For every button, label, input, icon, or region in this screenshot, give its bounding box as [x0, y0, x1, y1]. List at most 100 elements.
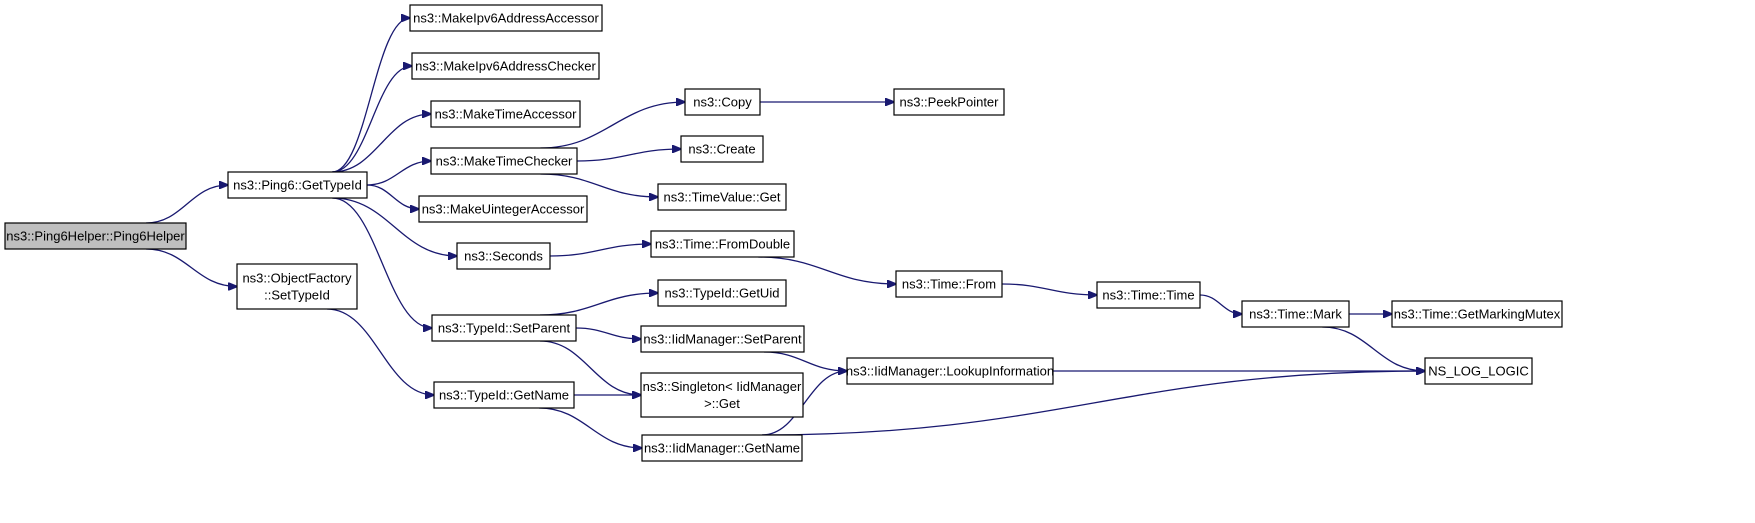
call-edge-typeid_setparent-to-typeid_getuid: [539, 293, 658, 316]
node-ping6helper[interactable]: ns3::Ping6Helper::Ping6Helper: [4, 222, 187, 250]
node-box[interactable]: [456, 242, 551, 270]
call-edge-ping6_gettypeid-to-makeipv6addresschecker: [332, 66, 412, 173]
node-box[interactable]: [411, 52, 600, 80]
call-edge-maketimechecker-to-copy: [540, 102, 686, 149]
call-edge-time_fromdouble-to-time_from: [758, 256, 896, 284]
node-box[interactable]: [227, 171, 368, 199]
node-box[interactable]: [657, 279, 787, 307]
node-box[interactable]: [418, 195, 588, 223]
call-edge-ping6_gettypeid-to-makeuintegeraccessor: [366, 184, 419, 209]
node-typeid-getuid[interactable]: ns3::TypeId::GetUid: [657, 279, 787, 307]
node-typeid-getname[interactable]: ns3::TypeId::GetName: [433, 381, 575, 409]
node-box[interactable]: [1391, 300, 1563, 328]
node-create[interactable]: ns3::Create: [680, 135, 764, 163]
call-edge-maketimechecker-to-create: [576, 149, 681, 162]
node-copy[interactable]: ns3::Copy: [684, 88, 761, 116]
node-label: ns3::MakeTimeChecker: [436, 154, 573, 169]
node-label: ns3::IidManager::SetParent: [643, 332, 802, 347]
call-edge-ping6helper-to-ping6_gettypeid: [145, 185, 228, 224]
node-iidmanager-lookupinformation[interactable]: ns3::IidManager::LookupInformation: [846, 357, 1054, 385]
node-makeipv6addresschecker[interactable]: ns3::MakeIpv6AddressChecker: [411, 52, 600, 80]
node-box[interactable]: [431, 314, 577, 342]
node-typeid-setparent[interactable]: ns3::TypeId::SetParent: [431, 314, 577, 342]
call-edge-ping6_gettypeid-to-maketimechecker: [366, 161, 431, 186]
node-label: ns3::MakeUintegerAccessor: [422, 202, 585, 217]
node-label: ns3::Singleton< IidManager: [643, 379, 802, 394]
node-label: >::Get: [704, 396, 740, 411]
node-ns-log-logic[interactable]: NS_LOG_LOGIC: [1424, 357, 1533, 385]
node-box[interactable]: [430, 147, 578, 175]
node-iidmanager-getname[interactable]: ns3::IidManager::GetName: [641, 434, 803, 462]
node-label: ns3::TypeId::SetParent: [438, 321, 571, 336]
node-box[interactable]: [641, 434, 803, 462]
node-label: ::SetTypeId: [264, 288, 330, 303]
node-label: ns3::Time::GetMarkingMutex: [1394, 307, 1561, 322]
call-edge-iidmanager_getname-to-ns_log_logic: [761, 371, 1425, 436]
node-label: ns3::Ping6::GetTypeId: [233, 178, 362, 193]
node-label: ns3::TypeId::GetUid: [665, 286, 780, 301]
node-label: ns3::Copy: [693, 95, 752, 110]
call-edge-ping6_gettypeid-to-seconds: [332, 197, 457, 256]
call-edge-time_time-to-time_mark: [1199, 294, 1242, 314]
call-edge-ping6_gettypeid-to-typeid_setparent: [332, 197, 432, 328]
node-box[interactable]: [430, 100, 581, 128]
node-box[interactable]: [893, 88, 1005, 116]
node-label: ns3::Time::From: [902, 277, 996, 292]
node-ping6-gettypeid[interactable]: ns3::Ping6::GetTypeId: [227, 171, 368, 199]
node-box[interactable]: [895, 270, 1003, 298]
node-label: ns3::MakeIpv6AddressAccessor: [413, 11, 599, 26]
node-box[interactable]: [4, 222, 187, 250]
node-label: ns3::Time::FromDouble: [655, 237, 790, 252]
node-label: ns3::IidManager::GetName: [644, 441, 800, 456]
node-box[interactable]: [680, 135, 764, 163]
node-iidmanager-setparent[interactable]: ns3::IidManager::SetParent: [640, 325, 805, 353]
node-box[interactable]: [1241, 300, 1350, 328]
node-label: ns3::Seconds: [464, 249, 543, 264]
node-label: ns3::Create: [688, 142, 755, 157]
node-label: ns3::PeekPointer: [899, 95, 999, 110]
node-label: ns3::TypeId::GetName: [439, 388, 569, 403]
node-box[interactable]: [433, 381, 575, 409]
call-edge-iidmanager_getname-to-iidmanager_lookupinformation: [761, 371, 847, 436]
node-label: ns3::MakeTimeAccessor: [435, 107, 578, 122]
node-timevalue-get[interactable]: ns3::TimeValue::Get: [657, 183, 787, 211]
node-time-mark[interactable]: ns3::Time::Mark: [1241, 300, 1350, 328]
node-seconds[interactable]: ns3::Seconds: [456, 242, 551, 270]
node-maketimechecker[interactable]: ns3::MakeTimeChecker: [430, 147, 578, 175]
node-box[interactable]: [640, 325, 805, 353]
call-edge-typeid_setparent-to-iidmanager_setparent: [575, 327, 641, 339]
node-label: ns3::Time::Time: [1102, 288, 1194, 303]
node-box[interactable]: [650, 230, 795, 258]
node-time-fromdouble[interactable]: ns3::Time::FromDouble: [650, 230, 795, 258]
node-box[interactable]: [640, 372, 804, 418]
node-time-getmarkingmutex[interactable]: ns3::Time::GetMarkingMutex: [1391, 300, 1563, 328]
call-edge-time_mark-to-ns_log_logic: [1322, 326, 1425, 371]
node-layer: ns3::Ping6Helper::Ping6Helper ns3::Ping6:…: [4, 4, 1563, 462]
node-box[interactable]: [657, 183, 787, 211]
node-singleton-get[interactable]: ns3::Singleton< IidManager>::Get: [640, 372, 804, 418]
node-box[interactable]: [846, 357, 1054, 385]
node-box[interactable]: [1424, 357, 1533, 385]
node-label: ns3::Time::Mark: [1249, 307, 1342, 322]
node-label: ns3::IidManager::LookupInformation: [846, 364, 1054, 379]
node-label: NS_LOG_LOGIC: [1428, 364, 1528, 379]
node-makeuintegeraccessor[interactable]: ns3::MakeUintegerAccessor: [418, 195, 588, 223]
node-box[interactable]: [409, 4, 603, 32]
node-makeipv6addressaccessor[interactable]: ns3::MakeIpv6AddressAccessor: [409, 4, 603, 32]
node-peekpointer[interactable]: ns3::PeekPointer: [893, 88, 1005, 116]
node-objectfactory-settypeid[interactable]: ns3::ObjectFactory::SetTypeId: [236, 263, 358, 310]
node-time-from[interactable]: ns3::Time::From: [895, 270, 1003, 298]
call-edge-time_from-to-time_time: [1001, 283, 1097, 295]
node-label: ns3::ObjectFactory: [242, 271, 352, 286]
node-time-time[interactable]: ns3::Time::Time: [1096, 281, 1201, 309]
call-edge-maketimechecker-to-timevalue_get: [540, 173, 659, 197]
node-maketimeaccessor[interactable]: ns3::MakeTimeAccessor: [430, 100, 581, 128]
node-box[interactable]: [684, 88, 761, 116]
call-edge-ping6_gettypeid-to-maketimeaccessor: [332, 114, 431, 173]
call-edge-typeid_getname-to-iidmanager_getname: [538, 407, 642, 448]
node-box[interactable]: [236, 263, 358, 310]
call-edge-ping6_gettypeid-to-makeipv6addressaccessor: [332, 18, 410, 173]
call-edge-objectfactory_settypeid-to-typeid_getname: [326, 308, 434, 395]
node-box[interactable]: [1096, 281, 1201, 309]
